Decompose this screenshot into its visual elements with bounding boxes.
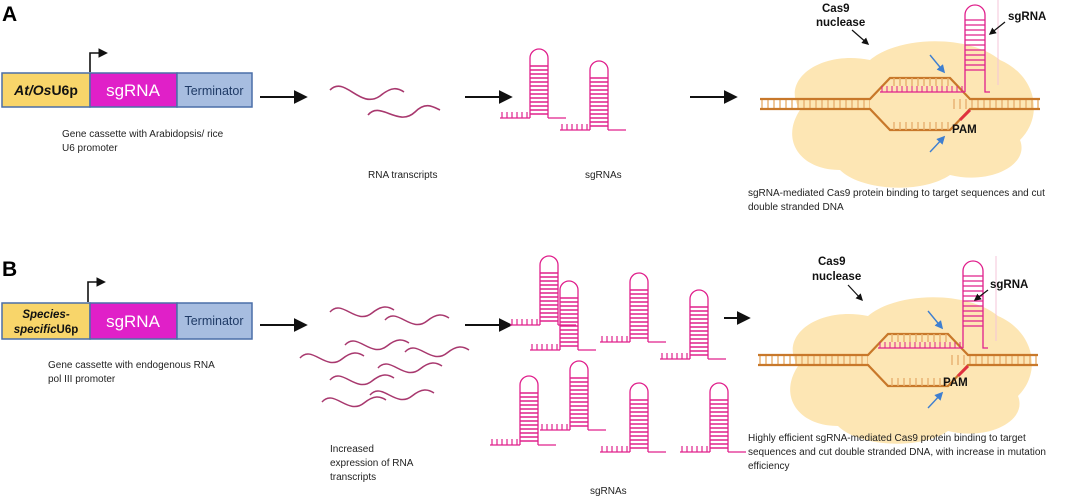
- cassette-caption-a-line1: Gene cassette with Arabidopsis/ rice: [62, 129, 224, 140]
- cassette-caption-b-line1: Gene cassette with endogenous RNA: [48, 360, 215, 371]
- gene-cassette-b: Species- specificU6p sgRNA Terminator: [1, 277, 253, 340]
- panel-a-letter: A: [2, 3, 17, 26]
- result-caption-a-line2: double stranded DNA: [748, 202, 844, 213]
- terminator-box-a: [176, 72, 253, 108]
- sgrnas-caption-a: sgRNAs: [585, 170, 622, 181]
- result-caption-a-line1: sgRNA-mediated Cas9 protein binding to t…: [748, 188, 1045, 199]
- sgrna-box-a: [89, 72, 178, 108]
- result-caption-b-line1: Highly efficient sgRNA-mediated Cas9 pro…: [748, 433, 1026, 444]
- promoter-box-a: [1, 72, 91, 108]
- result-caption-b-line3: efficiency: [748, 461, 790, 472]
- cas9-pointer-arrow-icon: [847, 284, 863, 302]
- cas9-label-a-line1: Cas9: [822, 3, 850, 15]
- promoter-label-a: At/OsU6p: [13, 82, 78, 98]
- sgrna-pointer-label-b: sgRNA: [990, 279, 1028, 291]
- promoter-box-b: [1, 302, 91, 340]
- cas9-label-a-line2: nuclease: [816, 17, 865, 29]
- sgrnas-b: [490, 256, 746, 452]
- sgrna-box-label-a: sgRNA: [106, 81, 161, 100]
- pam-label-a: PAM: [952, 124, 977, 136]
- cas9-pointer-arrow-icon: [851, 29, 870, 45]
- rna-caption-b-line1: Increased: [330, 444, 374, 455]
- sgrna-box-label-b: sgRNA: [106, 312, 161, 331]
- sgrnas-a: [500, 49, 626, 130]
- sgrnas-caption-b: sgRNAs: [590, 486, 627, 497]
- terminator-box-b: [176, 302, 253, 340]
- cassette-caption-b-line2: pol III promoter: [48, 374, 116, 385]
- terminator-label-a: Terminator: [184, 84, 243, 98]
- rna-transcripts-b: [299, 306, 470, 408]
- sgrna-pointer-arrow-icon: [988, 21, 1006, 35]
- sgrna-pointer-label-a: sgRNA: [1008, 11, 1046, 23]
- terminator-label-b: Terminator: [184, 314, 243, 328]
- rna-caption-b-line3: transcripts: [330, 472, 376, 483]
- promoter-label-b-line1: Species-: [22, 309, 69, 321]
- panel-b: B Species- specificU6p sgRNA Terminator …: [1, 256, 1046, 497]
- rna-caption-b-line2: expression of RNA: [330, 458, 414, 469]
- transcription-start-arrow-icon: [87, 277, 106, 302]
- panel-a: A At/OsU6p sgRNA Terminator Gene cassett…: [1, 0, 1046, 213]
- rna-caption-a: RNA transcripts: [368, 170, 437, 181]
- promoter-label-b-line2: specificU6p: [14, 324, 79, 336]
- pam-label-b: PAM: [943, 377, 968, 389]
- panel-b-letter: B: [2, 258, 17, 281]
- cas9-label-b-line1: Cas9: [818, 256, 846, 268]
- sgrna-pointer-arrow-icon: [973, 289, 989, 301]
- gene-cassette-a: At/OsU6p sgRNA Terminator: [1, 48, 253, 108]
- rna-transcripts-a: [329, 85, 441, 118]
- result-caption-b-line2: sequences and cut double stranded DNA, w…: [748, 447, 1046, 458]
- transcription-start-arrow-icon: [89, 48, 108, 72]
- cas9-label-b-line2: nuclease: [812, 271, 861, 283]
- cassette-caption-a-line2: U6 promoter: [62, 143, 118, 154]
